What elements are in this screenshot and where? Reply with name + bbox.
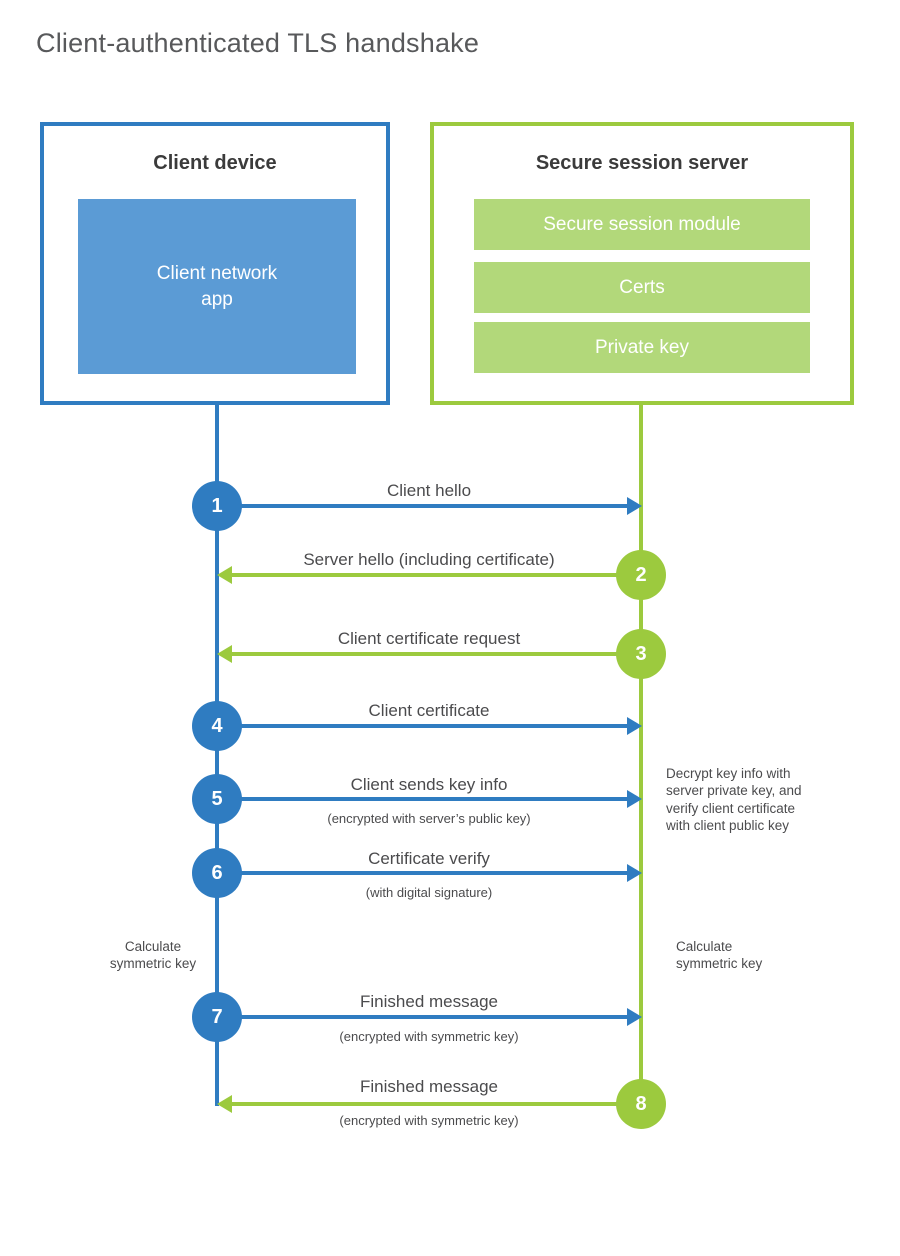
step7-sublabel: (encrypted with symmetric key) bbox=[339, 1029, 519, 1044]
step6-arrow-line bbox=[240, 871, 630, 875]
step8-arrowhead-icon bbox=[217, 1095, 232, 1113]
step5-number-badge: 5 bbox=[192, 774, 242, 824]
step8-arrow-line bbox=[231, 1102, 618, 1106]
client-network-app-block: Client network app bbox=[78, 199, 356, 374]
page-title: Client-authenticated TLS handshake bbox=[36, 28, 480, 58]
step4-label: Client certificate bbox=[368, 701, 490, 720]
step2-label: Server hello (including certificate) bbox=[303, 550, 555, 569]
step6-label: Certificate verify bbox=[368, 849, 490, 868]
step5-arrow-line bbox=[240, 797, 630, 801]
step5-label: Client sends key info bbox=[350, 775, 508, 794]
step2-arrow-line bbox=[231, 573, 618, 577]
server-module-secure-session: Secure session module bbox=[474, 199, 810, 250]
step4-number-badge: 4 bbox=[192, 701, 242, 751]
step1-number-badge: 1 bbox=[192, 481, 242, 531]
client-lifeline bbox=[215, 404, 219, 1106]
step5-sublabel: (encrypted with server’s public key) bbox=[327, 811, 531, 826]
step3-arrowhead-icon bbox=[217, 645, 232, 663]
step8-number-badge: 8 bbox=[616, 1079, 666, 1129]
step7-arrow-line bbox=[240, 1015, 630, 1019]
step7-label: Finished message bbox=[360, 992, 498, 1011]
step3-arrow-line bbox=[231, 652, 618, 656]
client-calc-symmetric-key-note: Calculate symmetric key bbox=[109, 939, 197, 972]
server-decrypt-note: Decrypt key info with server private key… bbox=[666, 766, 802, 833]
step3-number-badge: 3 bbox=[616, 629, 666, 679]
step2-arrowhead-icon bbox=[217, 566, 232, 584]
server-module-certs: Certs bbox=[474, 262, 810, 313]
step5-arrowhead-icon bbox=[627, 790, 642, 808]
step4-arrow-line bbox=[240, 724, 630, 728]
step7-number-badge: 7 bbox=[192, 992, 242, 1042]
step1-arrowhead-icon bbox=[627, 497, 642, 515]
step8-label: Finished message bbox=[360, 1077, 498, 1096]
step3-label: Client certificate request bbox=[337, 629, 521, 648]
step6-sublabel: (with digital signature) bbox=[365, 885, 493, 900]
server-calc-symmetric-key-note: Calculate symmetric key bbox=[676, 939, 763, 972]
server-module-private-key: Private key bbox=[474, 322, 810, 373]
step2-number-badge: 2 bbox=[616, 550, 666, 600]
step7-arrowhead-icon bbox=[627, 1008, 642, 1026]
step4-arrowhead-icon bbox=[627, 717, 642, 735]
client-device-title: Client device bbox=[153, 152, 277, 174]
step1-arrow-line bbox=[240, 504, 630, 508]
server-title: Secure session server bbox=[535, 152, 749, 174]
client-device-box: Client device Client network app bbox=[40, 122, 390, 405]
step6-arrowhead-icon bbox=[627, 864, 642, 882]
step8-sublabel: (encrypted with symmetric key) bbox=[339, 1113, 519, 1128]
server-lifeline bbox=[639, 404, 643, 1104]
step6-number-badge: 6 bbox=[192, 848, 242, 898]
server-box: Secure session server Secure session mod… bbox=[430, 122, 854, 405]
step1-label: Client hello bbox=[386, 481, 472, 500]
